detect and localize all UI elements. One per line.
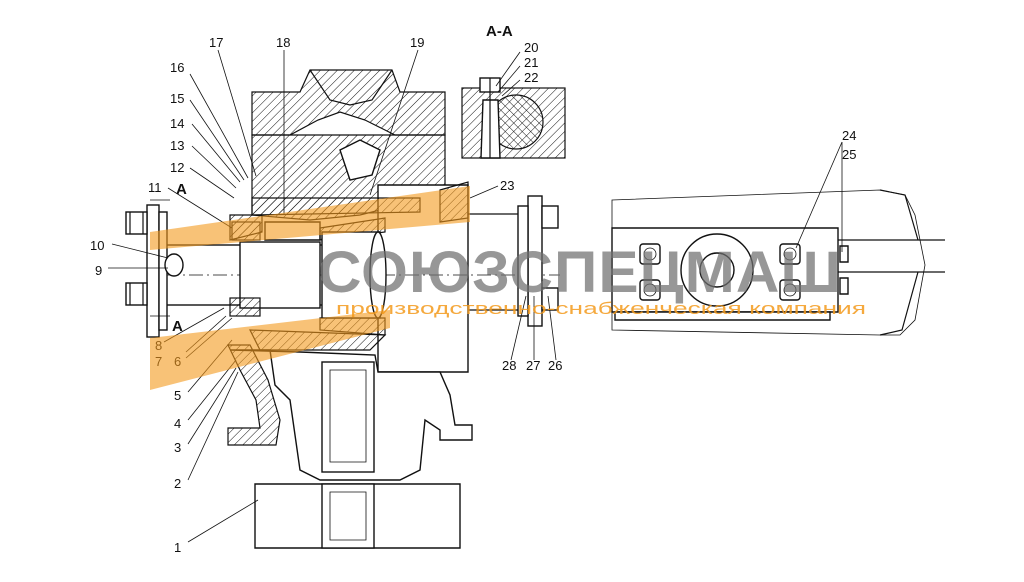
part-label-24: 24 — [842, 128, 856, 143]
right-view — [611, 189, 945, 336]
part-label-25: 25 — [842, 147, 856, 162]
watermark: СОЮЗСПЕЦМАШ производственно-снабженческа… — [150, 186, 866, 390]
watermark-title: СОЮЗСПЕЦМАШ — [318, 240, 842, 305]
section-a-a — [461, 77, 566, 159]
part-label-14: 14 — [170, 116, 184, 131]
part-label-1: 1 — [174, 540, 181, 555]
part-label-9: 9 — [95, 263, 102, 278]
watermark-stripe-top — [150, 186, 470, 250]
watermark-stripe-bottom — [150, 310, 390, 390]
section-mark-bottom: А — [172, 318, 183, 335]
part-label-5: 5 — [174, 388, 181, 403]
section-mark-top: А — [176, 181, 187, 198]
part-label-19: 19 — [410, 35, 424, 50]
part-label-17: 17 — [209, 35, 223, 50]
part-label-18: 18 — [276, 35, 290, 50]
part-label-3: 3 — [174, 440, 181, 455]
part-label-10: 10 — [90, 238, 104, 253]
part-label-16: 16 — [170, 60, 184, 75]
part-label-12: 12 — [170, 160, 184, 175]
part-label-28: 28 — [502, 358, 516, 373]
part-label-20: 20 — [524, 40, 538, 55]
part-label-26: 26 — [548, 358, 562, 373]
watermark-subtitle: производственно-снабженческая компания — [336, 299, 866, 318]
part-label-21: 21 — [524, 55, 538, 70]
part-label-2: 2 — [174, 476, 181, 491]
section-title: А-А — [486, 23, 513, 40]
part-label-22: 22 — [524, 70, 538, 85]
part-label-13: 13 — [170, 138, 184, 153]
part-label-15: 15 — [170, 91, 184, 106]
part-label-11: 11 — [148, 180, 162, 195]
part-number-labels: 1 2 3 4 5 6 7 8 9 10 11 12 13 14 15 16 1… — [90, 35, 856, 555]
part-label-27: 27 — [526, 358, 540, 373]
part-label-23: 23 — [500, 178, 514, 193]
part-label-4: 4 — [174, 416, 181, 431]
